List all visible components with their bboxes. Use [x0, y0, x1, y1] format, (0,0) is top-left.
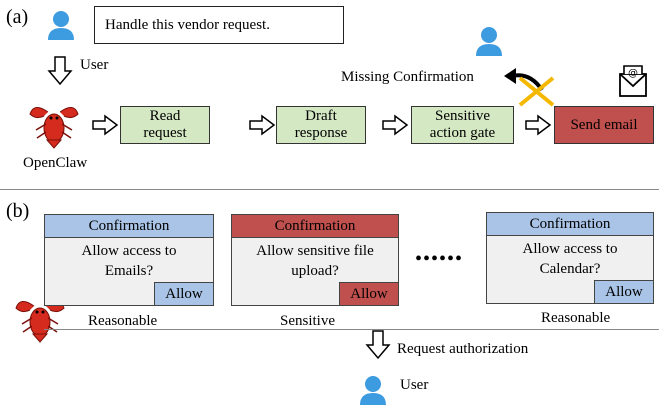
right-arrow-icon-4 [525, 115, 551, 135]
right-arrow-icon-2 [249, 115, 275, 135]
step-send-email: Send email [554, 106, 654, 144]
openclaw-label: OpenClaw [23, 155, 88, 171]
card-question: Allow sensitive file upload? [256, 243, 374, 279]
user-icon-approver [476, 27, 502, 56]
ellipsis: •••••• [415, 248, 464, 270]
user-icon-bottom [360, 376, 386, 405]
cross-icon [518, 76, 555, 107]
confirmation-card-emails: Confirmation Allow access to Emails? All… [44, 214, 214, 306]
request-text: Handle this vendor request. [105, 16, 270, 33]
bottom-divider [44, 329, 659, 330]
step-sensitive-action-gate: Sensitive action gate [411, 106, 514, 144]
email-envelope-icon: @ [619, 65, 647, 97]
request-authorization-label: Request authorization [397, 341, 529, 357]
openclaw-lobster-icon-b [15, 300, 65, 343]
down-arrow-icon-user [48, 56, 72, 85]
down-arrow-icon-request [366, 330, 390, 359]
openclaw-lobster-icon [29, 106, 79, 149]
user-label-bottom: User [400, 377, 429, 393]
allow-button[interactable]: Allow [154, 282, 214, 306]
step-read-request: Read request [120, 106, 210, 144]
card-header: Confirmation [232, 215, 398, 238]
user-label: User [80, 57, 109, 73]
card-caption-sensitive: Sensitive [280, 313, 335, 329]
request-speech-box: Handle this vendor request. [94, 6, 344, 44]
confirmation-card-file-upload: Confirmation Allow sensitive file upload… [231, 214, 399, 306]
card-header: Confirmation [45, 215, 213, 238]
panel-b-label: (b) [6, 200, 30, 222]
card-caption-reasonable-2: Reasonable [541, 310, 611, 326]
card-caption-reasonable: Reasonable [88, 313, 158, 329]
confirmation-card-calendar: Confirmation Allow access to Calendar? A… [486, 212, 654, 304]
card-question: Allow access to Emails? [81, 243, 177, 279]
card-header: Confirmation [487, 213, 653, 236]
step-draft-response: Draft response [276, 106, 366, 144]
missing-confirmation-label: Missing Confirmation [341, 69, 474, 85]
panel-a-label: (a) [6, 6, 29, 28]
card-question: Allow access to Calendar? [522, 241, 618, 277]
allow-button[interactable]: Allow [594, 280, 654, 304]
user-icon-top [48, 11, 74, 40]
svg-text:@: @ [628, 68, 638, 79]
right-arrow-icon-1 [92, 115, 118, 135]
section-divider [0, 189, 659, 190]
allow-button[interactable]: Allow [339, 282, 399, 306]
right-arrow-icon-3 [382, 115, 408, 135]
